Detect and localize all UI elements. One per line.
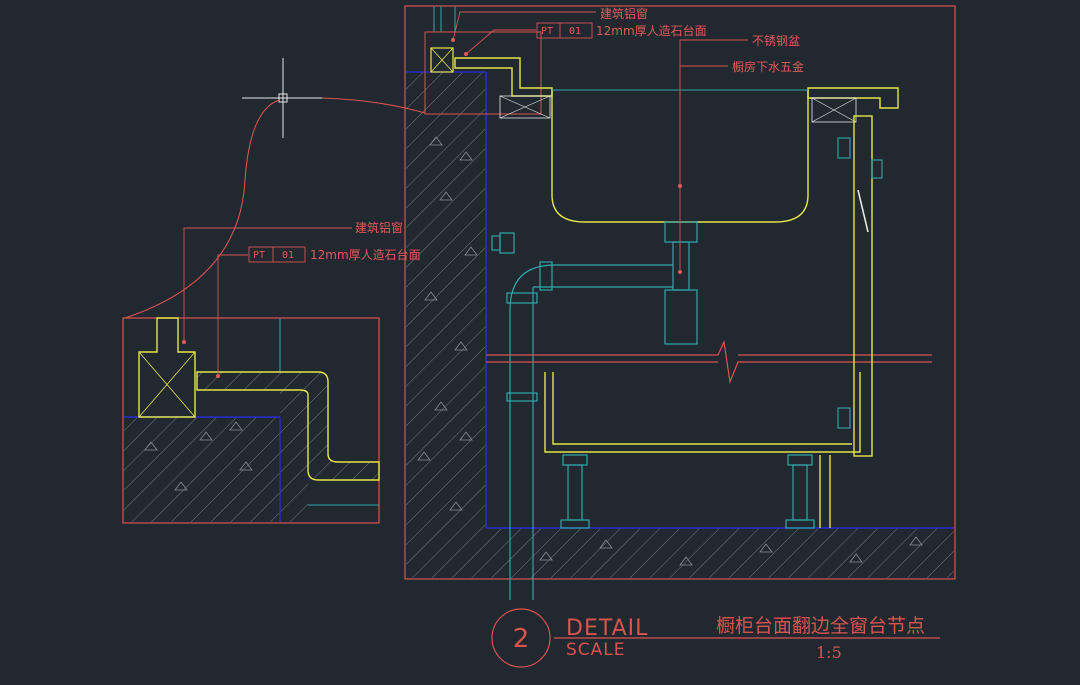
enlarged-aluminum-window bbox=[138, 317, 196, 418]
label-aluminum-window-main: 建筑铝窗 bbox=[600, 6, 648, 21]
drain-hardware bbox=[491, 221, 698, 600]
detail-number: 2 bbox=[513, 624, 530, 654]
concrete-floor bbox=[486, 527, 954, 578]
scale-label: SCALE bbox=[566, 640, 626, 660]
pt-number-enlarged: 01 bbox=[282, 250, 294, 261]
pt-code-main: PT bbox=[541, 26, 553, 37]
enlarged-detail-frame bbox=[122, 317, 380, 524]
callout-curve bbox=[124, 97, 426, 319]
leader-lines-main bbox=[452, 11, 748, 272]
cabinet-body bbox=[544, 115, 873, 528]
aluminum-window-block bbox=[424, 31, 542, 115]
concrete-wall bbox=[406, 71, 487, 578]
enlarged-wall bbox=[124, 390, 308, 522]
wood-support-right bbox=[811, 97, 857, 123]
label-drain-hardware: 橱房下水五金 bbox=[732, 59, 804, 74]
label-stainless-basin: 不锈钢盆 bbox=[752, 34, 800, 48]
detail-number-circle bbox=[491, 608, 551, 668]
pt-code-enlarged: PT bbox=[253, 250, 265, 261]
pt-tag-main bbox=[536, 22, 593, 39]
enlarged-countertop bbox=[196, 371, 380, 481]
break-line bbox=[486, 339, 932, 385]
pt-tag-enlarged bbox=[248, 246, 306, 263]
detail-label: DETAIL bbox=[566, 616, 648, 641]
scale-value: 1:5 bbox=[816, 643, 842, 662]
wood-support-left bbox=[499, 95, 551, 119]
leader-lines-enlarged bbox=[183, 227, 352, 376]
main-detail-frame bbox=[404, 5, 956, 580]
cabinet-hinges bbox=[837, 137, 883, 429]
label-stone-top-enlarged: 12mm厚人造石台面 bbox=[310, 247, 421, 262]
detail-title: 橱柜台面翻边全窗台节点 bbox=[716, 615, 925, 637]
window-frame-lines bbox=[433, 6, 456, 32]
title-block: 2 DETAIL SCALE 橱柜台面翻边全窗台节点 1:5 bbox=[491, 608, 940, 668]
label-aluminum-window-enlarged: 建筑铝窗 bbox=[355, 220, 403, 235]
label-stone-top-main: 12mm厚人造石台面 bbox=[596, 23, 707, 38]
pt-number-main: 01 bbox=[569, 26, 581, 37]
cabinet-legs bbox=[560, 454, 815, 529]
cad-crosshair-cursor bbox=[242, 58, 324, 138]
